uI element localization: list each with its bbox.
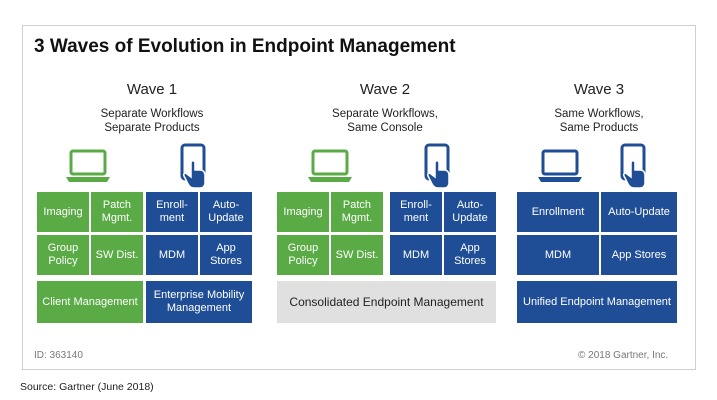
wave-1-title: Wave 1 (126, 81, 178, 98)
wave-1-group-policy-cell: Group Policy (37, 235, 89, 275)
wave-2-group-policy-cell: Group Policy (277, 235, 329, 275)
wave-1-auto-update-cell: Auto-Update (200, 192, 252, 232)
wave-1-subtitle-line2: Separate Products (104, 122, 200, 134)
wave-3-subtitle-line2: Same Products (559, 122, 639, 134)
wave-1-subtitle: Separate Workflows Separate Products (62, 107, 242, 135)
wave-3-unified-endpoint-management: Unified Endpoint Management (517, 281, 677, 323)
laptop-icon (538, 149, 582, 182)
diagram-title: 3 Waves of Evolution in Endpoint Managem… (34, 36, 456, 57)
wave-2-title: Wave 2 (359, 81, 411, 98)
wave-2-consolidated-endpoint-management: Consolidated Endpoint Management (277, 281, 496, 323)
document-id: ID: 363140 (34, 350, 83, 361)
wave-2-patch-mgmt-cell: Patch Mgmt. (331, 192, 383, 232)
wave-3-subtitle-line1: Same Workflows, (554, 108, 644, 120)
tablet-touch-icon (180, 143, 206, 189)
wave-1-imaging-cell: Imaging (37, 192, 89, 232)
wave-2-sw-dist-cell: SW Dist. (331, 235, 383, 275)
wave-1-sw-dist-cell: SW Dist. (91, 235, 143, 275)
wave-2-app-stores-cell: App Stores (444, 235, 496, 275)
wave-2-mdm-cell: MDM (390, 235, 442, 275)
wave-3-mdm-cell: MDM (517, 235, 599, 275)
wave-1-app-stores-cell: App Stores (200, 235, 252, 275)
wave-1-subtitle-line1: Separate Workflows (100, 108, 204, 120)
laptop-icon (308, 149, 352, 182)
wave-3-app-stores-cell: App Stores (601, 235, 677, 275)
tablet-touch-icon (424, 143, 450, 189)
laptop-icon (66, 149, 110, 182)
wave-2-subtitle-line2: Same Console (347, 122, 423, 134)
wave-1-patch-mgmt-cell: Patch Mgmt. (91, 192, 143, 232)
wave-2-imaging-cell: Imaging (277, 192, 329, 232)
wave-2-enrollment-cell: Enroll-ment (390, 192, 442, 232)
wave-1-enrollment-cell: Enroll-ment (146, 192, 198, 232)
wave-1-client-management: Client Management (37, 281, 143, 323)
wave-3-subtitle: Same Workflows, Same Products (509, 107, 689, 135)
wave-2-subtitle: Separate Workflows, Same Console (295, 107, 475, 135)
wave-1-mdm-cell: MDM (146, 235, 198, 275)
wave-3-enrollment-cell: Enrollment (517, 192, 599, 232)
wave-1-enterprise-mobility-management: Enterprise Mobility Management (146, 281, 252, 323)
wave-3-auto-update-cell: Auto-Update (601, 192, 677, 232)
wave-2-subtitle-line1: Separate Workflows, (332, 108, 438, 120)
source-caption: Source: Gartner (June 2018) (20, 381, 154, 393)
tablet-touch-icon (620, 143, 646, 189)
copyright: © 2018 Gartner, Inc. (578, 350, 669, 361)
wave-3-title: Wave 3 (573, 81, 625, 98)
wave-2-auto-update-cell: Auto-Update (444, 192, 496, 232)
